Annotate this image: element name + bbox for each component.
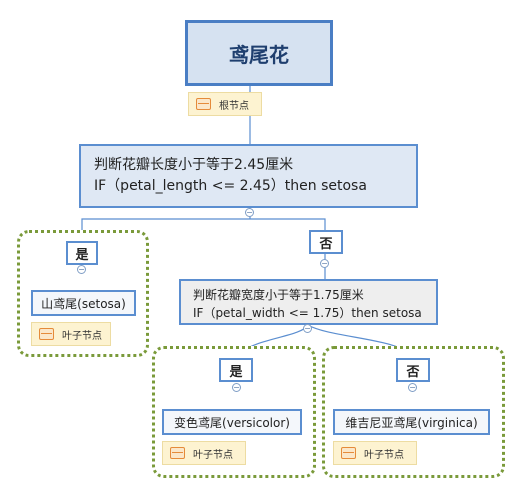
branch-yes-node[interactable]: 是 — [66, 241, 98, 265]
leaf-note-label: 叶子节点 — [364, 449, 404, 461]
rule1-description: 判断花瓣长度小于等于2.45厘米 — [94, 157, 294, 173]
leaf-versicolor[interactable]: 变色鸢尾(versicolor) — [162, 409, 302, 435]
leaf-virginica-label: 维吉尼亚鸢尾(virginica) — [345, 415, 478, 430]
rule1-condition: IF（petal_length <= 2.45）then setosa — [94, 178, 367, 194]
branch-no-node[interactable]: 否 — [396, 358, 430, 382]
leaf-virginica-note[interactable]: 叶子节点 — [333, 441, 417, 465]
collapse-icon: − — [409, 383, 416, 392]
rule2-node[interactable]: 判断花瓣宽度小于等于1.75厘米 IF（petal_width <= 1.75）… — [179, 279, 438, 325]
no1-collapse-toggle[interactable]: − — [320, 259, 329, 268]
branch-yes-label: 是 — [229, 364, 243, 380]
leaf-setosa-note[interactable]: 叶子节点 — [31, 322, 111, 346]
connector-rule1-branches — [81, 218, 326, 232]
note-icon — [39, 328, 54, 340]
root-node[interactable]: 鸢尾花 — [185, 20, 333, 86]
note-icon — [196, 98, 211, 110]
collapse-icon: − — [321, 259, 328, 268]
root-title: 鸢尾花 — [229, 42, 289, 67]
rule1-node[interactable]: 判断花瓣长度小于等于2.45厘米 IF（petal_length <= 2.45… — [79, 144, 418, 208]
collapse-icon: − — [246, 208, 253, 217]
no2-collapse-toggle[interactable]: − — [408, 383, 417, 392]
branch-no-node[interactable]: 否 — [309, 230, 343, 254]
collapse-icon: − — [304, 324, 311, 333]
leaf-note-label: 叶子节点 — [62, 330, 102, 342]
rule2-description: 判断花瓣宽度小于等于1.75厘米 — [193, 288, 364, 302]
yes2-collapse-toggle[interactable]: − — [232, 383, 241, 392]
yes1-collapse-toggle[interactable]: − — [77, 265, 86, 274]
rule2-condition: IF（petal_width <= 1.75）then setosa — [193, 306, 422, 320]
rule1-collapse-toggle[interactable]: − — [245, 208, 254, 217]
branch-yes-label: 是 — [75, 247, 89, 263]
branch-no-label: 否 — [319, 236, 333, 252]
branch-no-label: 否 — [406, 364, 420, 380]
collapse-icon: − — [233, 383, 240, 392]
leaf-virginica[interactable]: 维吉尼亚鸢尾(virginica) — [333, 409, 490, 435]
leaf-versicolor-note[interactable]: 叶子节点 — [162, 441, 246, 465]
branch-yes-node[interactable]: 是 — [219, 358, 253, 382]
note-icon — [341, 447, 356, 459]
leaf-versicolor-label: 变色鸢尾(versicolor) — [174, 415, 290, 430]
note-icon — [170, 447, 185, 459]
collapse-icon: − — [78, 265, 85, 274]
root-note[interactable]: 根节点 — [188, 92, 262, 116]
leaf-setosa-label: 山鸢尾(setosa) — [41, 296, 126, 311]
leaf-note-label: 叶子节点 — [193, 449, 233, 461]
rule2-collapse-toggle[interactable]: − — [303, 324, 312, 333]
leaf-setosa[interactable]: 山鸢尾(setosa) — [31, 290, 136, 316]
root-note-label: 根节点 — [219, 100, 249, 112]
